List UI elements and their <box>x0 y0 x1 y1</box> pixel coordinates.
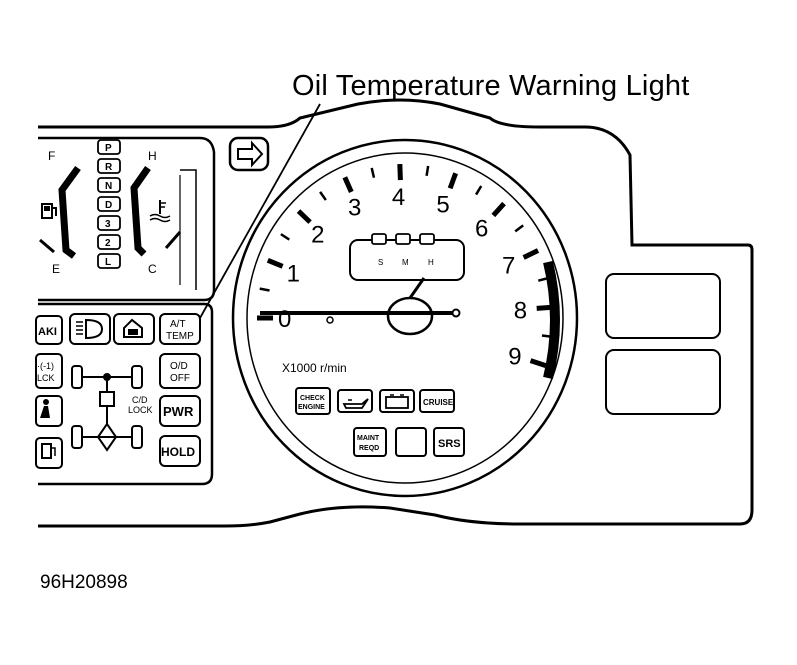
temp-cold-label: C <box>148 262 157 276</box>
tach-tick <box>259 287 270 292</box>
tach-number-5: 5 <box>436 191 449 218</box>
gear-box-L <box>97 253 121 269</box>
tach-tick <box>529 358 547 368</box>
tach-number-9: 9 <box>508 344 521 371</box>
battery-light <box>379 389 415 413</box>
tach-number-1: 1 <box>287 260 300 287</box>
warning-lights <box>295 387 465 457</box>
tach-tick <box>266 257 284 269</box>
fuel-pump-icon <box>41 203 57 219</box>
cd-lock-label-1: C/D <box>132 395 148 405</box>
maint-label-1: MAINT <box>357 435 380 442</box>
tach-tick <box>296 209 312 224</box>
coolant-temp-icon <box>149 200 171 223</box>
tach-tick <box>475 185 483 196</box>
tach-tick <box>319 191 327 201</box>
tach-number-7: 7 <box>502 253 515 280</box>
tach-number-3: 3 <box>348 195 361 222</box>
tach-tick <box>425 165 430 176</box>
fuel-gauge <box>39 165 81 259</box>
callout-leader-line <box>199 103 321 319</box>
at-temp-label-2: TEMP <box>166 331 194 342</box>
maint-reqd-light <box>353 427 387 457</box>
cruise-label: CRUISE <box>423 398 454 407</box>
hold-label: HOLD <box>161 445 195 459</box>
seatbelt-icon <box>40 399 50 418</box>
tach-numbers: 0 123 4 567 8 9 <box>278 184 527 371</box>
tach-unit-label: X1000 r/min <box>282 361 347 375</box>
tach-tick <box>537 276 549 282</box>
gear-letter-R: R <box>105 162 113 173</box>
redline-band <box>543 260 560 380</box>
tach-tick <box>342 176 354 193</box>
tachometer: 0 123 4 567 8 9 <box>231 138 579 498</box>
shift-letter-m: M <box>402 258 409 267</box>
gear-letter-N: N <box>105 181 112 192</box>
fuel-empty-label: E <box>52 262 60 276</box>
oil-pressure-light <box>337 389 373 413</box>
partial-label-1: ·(-1) <box>37 361 54 371</box>
oil-pressure-icon <box>342 398 369 409</box>
tach-tick <box>397 164 403 181</box>
gear-box-2 <box>97 234 121 250</box>
check-engine-light <box>295 387 331 415</box>
shift-letter-s: S <box>378 258 383 267</box>
gear-letter-D: D <box>105 200 112 211</box>
gear-box-P <box>97 139 121 155</box>
gear-letter-2: 2 <box>105 238 111 249</box>
right-blank-indicators <box>605 273 721 415</box>
tach-number-4: 4 <box>392 184 405 211</box>
gear-letter-P: P <box>105 143 112 154</box>
shift-letter-h: H <box>428 258 434 267</box>
door-ajar-icon <box>123 318 143 338</box>
fuel-full-label: F <box>48 149 55 163</box>
gear-box-R <box>97 158 121 174</box>
tach-number-0: 0 <box>278 306 291 333</box>
4wd-drivetrain-icon <box>71 365 143 452</box>
gear-letter-3: 3 <box>105 219 111 230</box>
tach-needle <box>260 277 461 336</box>
cruise-light <box>419 389 455 413</box>
tach-tick <box>491 201 506 218</box>
left-indicator-panel <box>35 313 201 469</box>
srs-light <box>433 427 465 457</box>
gear-box-N <box>97 177 121 193</box>
partial-label-2: LCK <box>37 373 55 383</box>
figure-code: 96H20898 <box>40 572 128 593</box>
gear-box-D <box>97 196 121 212</box>
abs-label: AKI <box>38 326 57 338</box>
blank-light <box>395 427 427 457</box>
callout-label: Oil Temperature Warning Light <box>292 70 690 102</box>
tach-tick <box>280 233 290 241</box>
at-temp-label-1: A/T <box>170 319 186 330</box>
tach-number-6: 6 <box>475 215 488 242</box>
temp-hot-label: H <box>148 149 157 163</box>
pwr-label: PWR <box>163 404 194 419</box>
tach-tick <box>447 172 458 190</box>
od-off-label-2: OFF <box>170 373 190 384</box>
maint-label-2: REQD <box>359 445 379 452</box>
check-engine-label-2: ENGINE <box>298 404 325 411</box>
turn-signal-indicator <box>228 136 270 172</box>
gear-box-3 <box>97 215 121 231</box>
cd-lock-label-2: LOCK <box>128 405 153 415</box>
check-engine-label-1: CHECK <box>300 395 325 402</box>
headlight-high-beam-icon <box>76 318 104 340</box>
tach-number-8: 8 <box>514 297 527 324</box>
battery-icon <box>385 394 409 409</box>
srs-label: SRS <box>438 438 461 450</box>
tach-tick <box>370 167 376 178</box>
temp-gauge <box>130 165 197 290</box>
od-off-label-1: O/D <box>170 361 188 372</box>
turn-arrow-icon <box>237 140 264 168</box>
tach-tick <box>514 224 524 233</box>
tach-tick <box>522 248 540 260</box>
tach-number-2: 2 <box>311 221 324 248</box>
fuel-pump-small-icon <box>41 443 56 459</box>
gear-letter-L: L <box>105 257 111 268</box>
